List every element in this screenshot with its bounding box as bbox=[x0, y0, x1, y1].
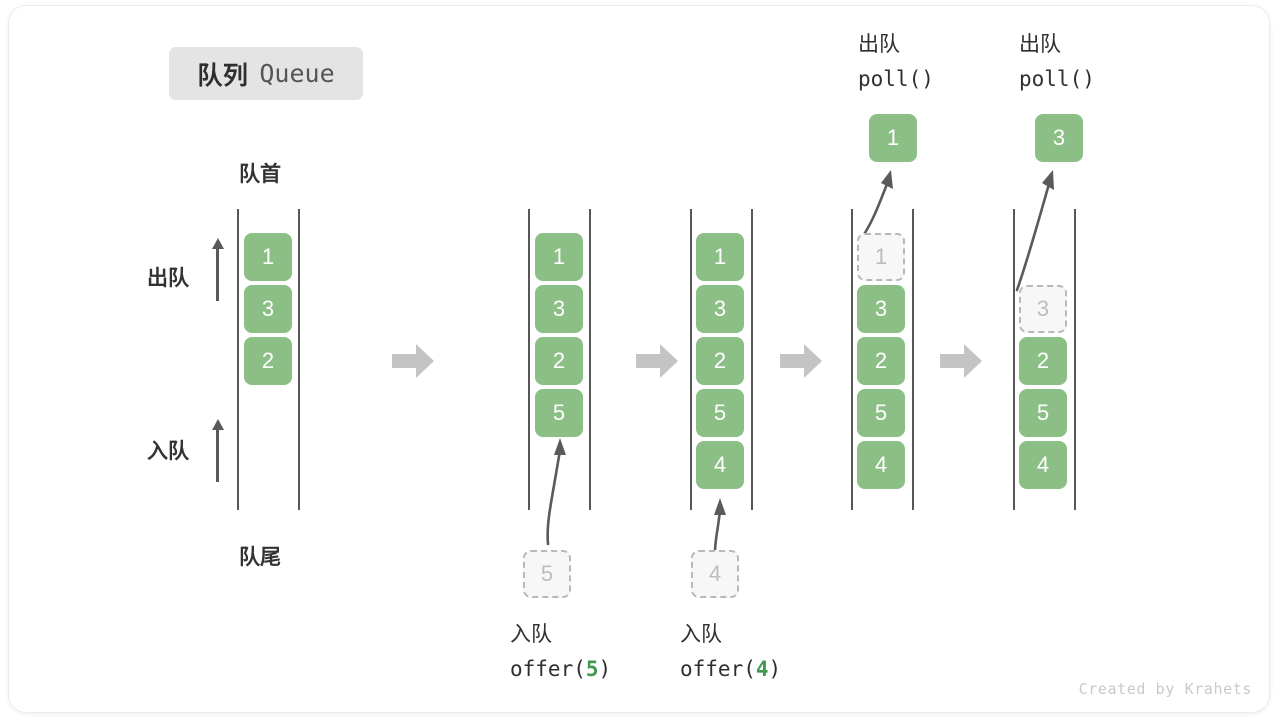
step-arrow-icon bbox=[392, 344, 434, 378]
queue-cell-ghost: 3 bbox=[1019, 285, 1067, 333]
dequeue-op-cn: 出队 bbox=[858, 33, 900, 56]
queue-cell: 1 bbox=[535, 233, 583, 281]
queue-cell: 2 bbox=[696, 337, 744, 385]
code-arg: 5 bbox=[585, 657, 599, 681]
code-suffix: ) bbox=[768, 657, 782, 681]
dequeue-label-1: 出队 bbox=[147, 267, 189, 290]
enqueue-arrow-icon bbox=[211, 419, 224, 482]
enqueue-op-code: offer(4) bbox=[680, 652, 781, 686]
dequeue-op-label-3: 出队 poll() bbox=[1019, 28, 1095, 96]
queue-cell: 5 bbox=[696, 389, 744, 437]
queue-cell: 5 bbox=[1019, 389, 1067, 437]
enqueue-op-cn: 入队 bbox=[680, 623, 722, 646]
dequeue-op-code: poll() bbox=[858, 67, 934, 91]
tail-label: 队尾 bbox=[239, 546, 281, 569]
queue-cell: 4 bbox=[857, 441, 905, 489]
queue-rail-right-1 bbox=[298, 209, 300, 510]
queue-cell: 2 bbox=[535, 337, 583, 385]
enqueue-op-label-5: 入队 offer(5) bbox=[510, 618, 611, 686]
enqueue-curve-arrow-icon bbox=[713, 498, 726, 554]
queue-cell: 5 bbox=[535, 389, 583, 437]
queue-rail-left-2 bbox=[528, 209, 530, 510]
queue-cell-ghost: 1 bbox=[857, 233, 905, 281]
queue-cell: 2 bbox=[1019, 337, 1067, 385]
code-prefix: offer( bbox=[510, 657, 586, 681]
enqueue-curve-arrow-icon bbox=[546, 438, 566, 546]
title-chinese: 队列 bbox=[197, 61, 249, 90]
dequeue-op-label-1: 出队 poll() bbox=[858, 28, 934, 96]
incoming-ghost-cell: 4 bbox=[691, 550, 739, 598]
queue-rail-right-5 bbox=[1074, 209, 1076, 510]
queue-rail-right-3 bbox=[751, 209, 753, 510]
queue-cell: 3 bbox=[244, 285, 292, 333]
queue-rail-left-3 bbox=[690, 209, 692, 510]
dequeue-curve-arrow-icon bbox=[861, 170, 893, 238]
step-arrow-icon bbox=[780, 344, 822, 378]
queue-rail-right-4 bbox=[912, 209, 914, 510]
queue-rail-left-4 bbox=[851, 209, 853, 510]
queue-cell: 4 bbox=[1019, 441, 1067, 489]
enqueue-op-code: offer(5) bbox=[510, 652, 611, 686]
queue-cell: 2 bbox=[857, 337, 905, 385]
queue-rail-left-1 bbox=[237, 209, 239, 510]
head-label: 队首 bbox=[239, 163, 281, 186]
queue-cell: 1 bbox=[244, 233, 292, 281]
code-suffix: ) bbox=[598, 657, 612, 681]
queue-rail-right-2 bbox=[589, 209, 591, 510]
dequeue-op-cn: 出队 bbox=[1019, 33, 1061, 56]
queue-cell: 1 bbox=[696, 233, 744, 281]
enqueue-label-1: 入队 bbox=[147, 440, 189, 463]
incoming-ghost-cell: 5 bbox=[523, 550, 571, 598]
step-arrow-icon bbox=[940, 344, 982, 378]
queue-cell: 5 bbox=[857, 389, 905, 437]
queue-cell: 2 bbox=[244, 337, 292, 385]
title-english: Queue bbox=[259, 59, 335, 88]
watermark-credit: Created by Krahets bbox=[1078, 680, 1252, 698]
enqueue-op-label-4: 入队 offer(4) bbox=[680, 618, 781, 686]
dequeue-curve-arrow-icon bbox=[1015, 170, 1054, 292]
dequeue-arrow-icon bbox=[211, 238, 224, 301]
code-prefix: offer( bbox=[680, 657, 756, 681]
enqueue-op-cn: 入队 bbox=[510, 623, 552, 646]
code-arg: 4 bbox=[755, 657, 769, 681]
title-badge: 队列 Queue bbox=[169, 47, 363, 100]
dequeue-op-code: poll() bbox=[1019, 67, 1095, 91]
dequeued-value-cell: 3 bbox=[1035, 114, 1083, 162]
queue-rail-left-5 bbox=[1013, 209, 1015, 510]
queue-cell: 4 bbox=[696, 441, 744, 489]
queue-cell: 3 bbox=[857, 285, 905, 333]
dequeued-value-cell: 1 bbox=[869, 114, 917, 162]
queue-cell: 3 bbox=[535, 285, 583, 333]
queue-cell: 3 bbox=[696, 285, 744, 333]
step-arrow-icon bbox=[636, 344, 678, 378]
